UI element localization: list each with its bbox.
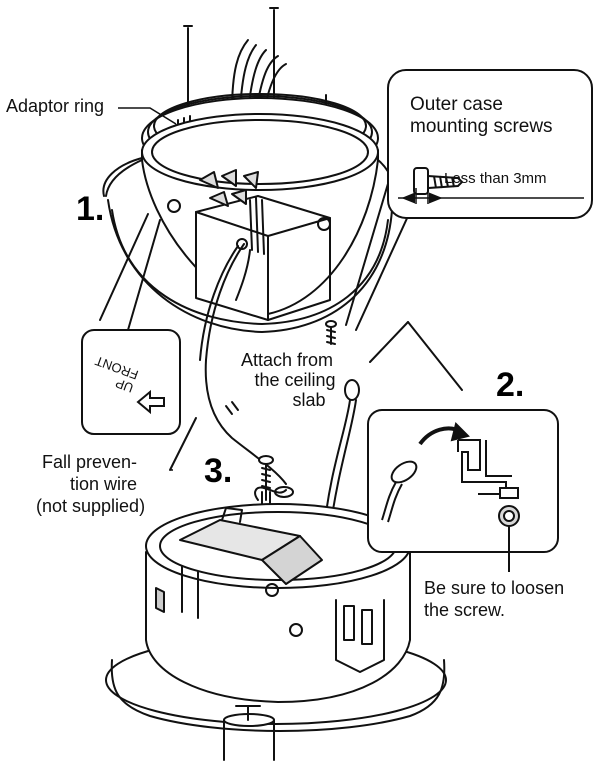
fall-wire-label-line3: (not supplied) (36, 496, 146, 516)
outer-case-label-line2: mounting screws (410, 116, 553, 137)
fall-wire-label-line1: Fall preven- (42, 452, 138, 472)
attach-label-line3: slab (292, 390, 326, 410)
step2-callout (367, 409, 559, 572)
front-callout (81, 329, 181, 435)
step-2-number: 2. (496, 366, 525, 404)
camera-unit (105, 503, 447, 761)
outer-case-callout (387, 69, 593, 219)
loosen-label-line1: Be sure to loosen (424, 578, 565, 598)
step-1-number: 1. (76, 190, 105, 228)
fall-wire-label-line2: tion wire (70, 474, 138, 494)
less-than-label: Less than 3mm (444, 170, 547, 187)
step-3-number: 3. (204, 452, 233, 490)
loosen-label-line2: the screw. (424, 600, 506, 620)
attach-label-line1: Attach from (240, 350, 334, 370)
outer-case-label-line1: Outer case (410, 94, 503, 115)
attach-label-line2: the ceiling (254, 370, 336, 390)
attach-screw (325, 320, 337, 345)
adaptor-ring-label: Adaptor ring (6, 96, 105, 116)
